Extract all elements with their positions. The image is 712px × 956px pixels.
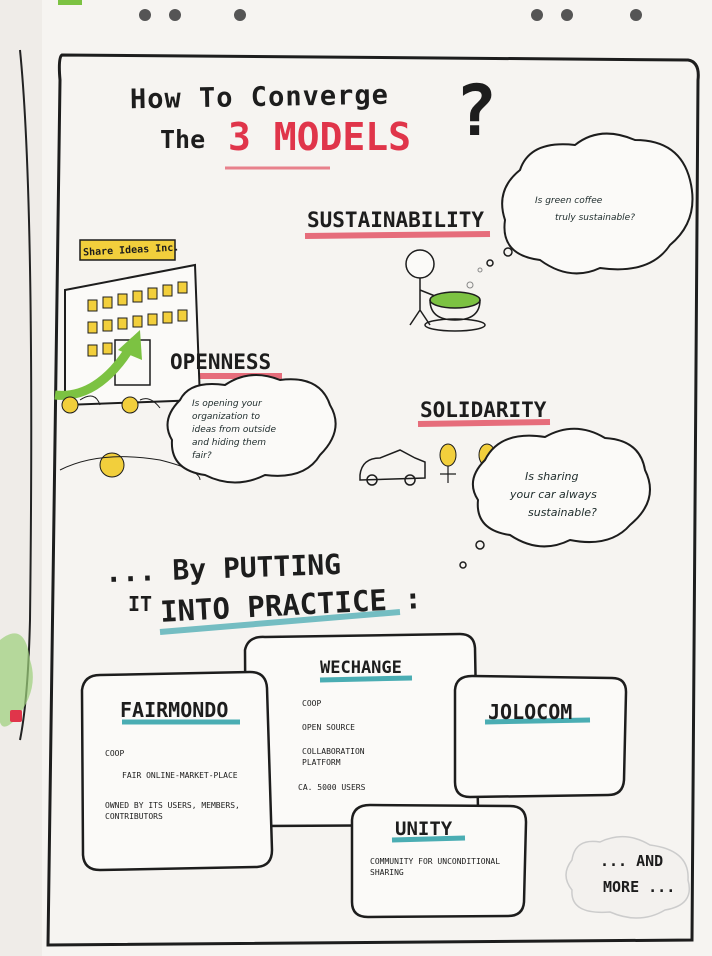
solidarity-thought-3: sustainable? xyxy=(528,506,597,519)
jolocom-title: JOLOCOM xyxy=(488,700,573,724)
solidarity-thought-1: Is sharing xyxy=(525,470,579,483)
unity-item-1: COMMUNITY FOR UNCONDITIONAL SHARING xyxy=(370,857,501,877)
wechange-item-1: COOP xyxy=(302,699,322,708)
thought-cloud-sustainability xyxy=(501,132,694,275)
openness-thought-3: ideas from outside xyxy=(192,425,276,435)
unity-title: UNITY xyxy=(395,818,453,840)
thought-cloud-solidarity xyxy=(471,427,651,548)
and-more-line2: MORE ... xyxy=(603,878,676,896)
and-more-line1: ... AND xyxy=(600,852,664,870)
fairmondo-title: FAIRMONDO xyxy=(120,698,229,722)
fairmondo-item-3: OWNED BY ITS USERS, MEMBERS, CONTRIBUTOR… xyxy=(105,801,240,821)
title-line2-the: The xyxy=(160,125,206,154)
sustainability-label: SUSTAINABILITY xyxy=(307,208,485,232)
card-jolocom xyxy=(453,674,628,799)
openness-thought-5: fair? xyxy=(192,451,212,461)
practice-line2-it: IT xyxy=(128,592,153,616)
openness-thought-2: organization to xyxy=(192,412,261,422)
fairmondo-item-2: FAIR ONLINE-MARKET-PLACE xyxy=(122,771,238,780)
fairmondo-item-1: COOP xyxy=(105,749,125,758)
title-line1: How To Converge xyxy=(129,79,390,116)
sustainability-thought-1: Is green coffee xyxy=(535,196,603,206)
solidarity-thought-2: your car always xyxy=(510,488,597,501)
openness-thought-1: Is opening your xyxy=(192,399,262,409)
page-border xyxy=(46,53,700,947)
wechange-item-4: CA. 5000 USERS xyxy=(298,783,366,792)
title-three-models: 3 MODELS xyxy=(228,115,412,159)
wechange-item-2: OPEN SOURCE xyxy=(302,723,355,732)
openness-thought-4: and hiding them xyxy=(192,438,267,448)
wechange-title: WECHANGE xyxy=(320,658,402,678)
card-unity xyxy=(350,803,528,919)
openness-label: OPENNESS xyxy=(170,350,272,374)
wechange-item-3: COLLABORATION PLATFORM xyxy=(302,747,365,767)
thought-cloud-openness xyxy=(166,374,337,484)
sustainability-thought-2: truly sustainable? xyxy=(555,213,635,223)
title-question-mark: ? xyxy=(455,70,498,152)
solidarity-label: SOLIDARITY xyxy=(420,398,547,422)
